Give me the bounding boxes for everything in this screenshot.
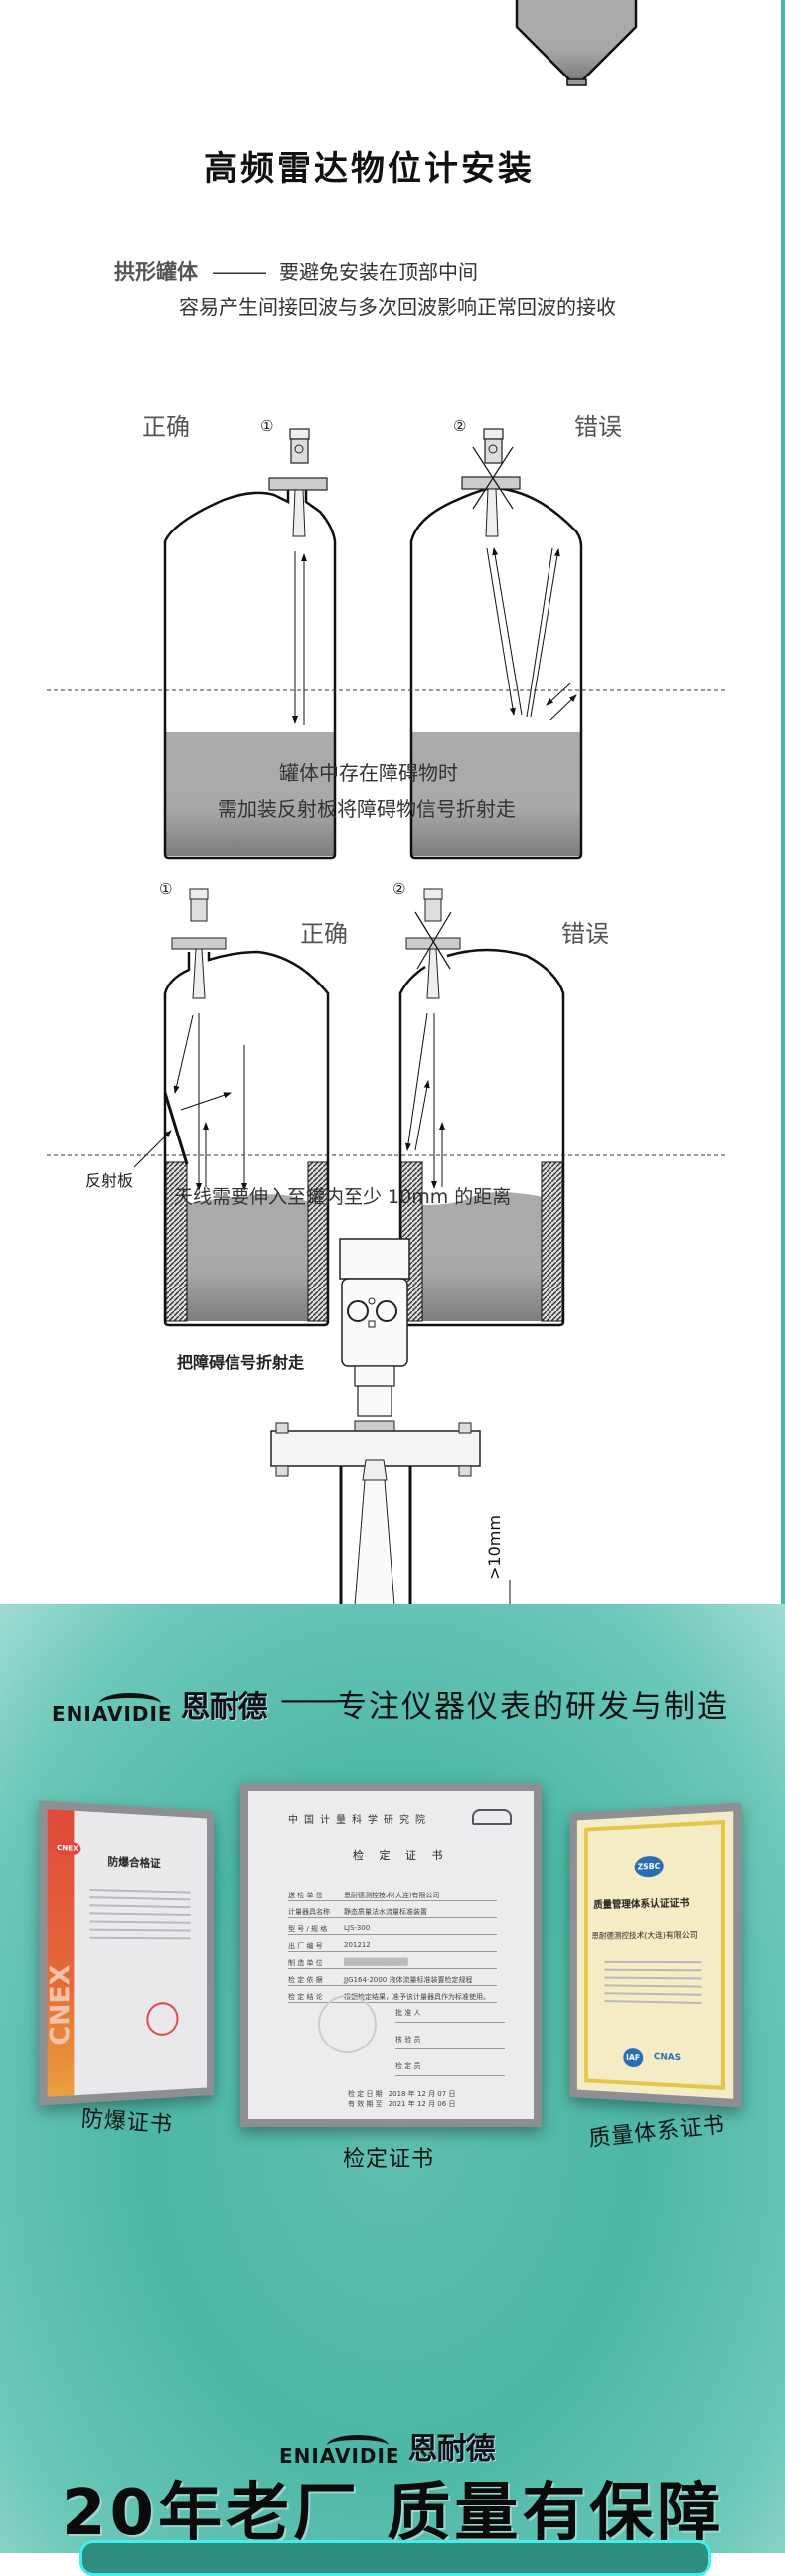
- cert-company: 恩耐德测控技术(大连)有限公司: [591, 1930, 698, 1941]
- footer-brand-logo: ENIAVIDIE 恩耐德: [279, 2424, 496, 2468]
- signer: 批 准 人: [395, 2008, 505, 2023]
- reflector-plate: [163, 1092, 189, 1165]
- explosion-proof-certificate: CNEX CNEX 防爆合格证: [39, 1800, 215, 2106]
- knob-icon: [347, 1300, 369, 1322]
- radar-antenna: [268, 428, 328, 537]
- number-1: ①: [260, 417, 274, 435]
- page-title: 高频雷达物位计安装: [204, 149, 535, 189]
- obstacle-note-2: 需加装反射板将障碍物信号折射走: [218, 797, 516, 821]
- right-edge-accent: [781, 0, 785, 1604]
- logo-cn: 恩耐德: [407, 2432, 496, 2467]
- arched-tank-correct: [163, 428, 337, 860]
- cert-title: 质量管理体系认证证书: [593, 1898, 690, 1912]
- label-wrong: 错误: [561, 920, 609, 948]
- cnas-badge: CNAS: [653, 2052, 682, 2064]
- arched-tank-note: 拱形罐体 ——— 要避免安装在顶部中间: [114, 256, 478, 286]
- note-line-2: 容易产生间接回波与多次回波影响正常回波的接收: [179, 295, 616, 319]
- cert-field: 送 检 单 位恩耐德测控技术(大连)有限公司: [288, 1891, 497, 1901]
- reflector-label: 反射板: [85, 1171, 134, 1190]
- verification-certificate: 中国计量科学研究院 检 定 证 书 送 检 单 位恩耐德测控技术(大连)有限公司…: [240, 1783, 542, 2127]
- slogan-dash: ——: [280, 1682, 339, 1718]
- cert-field: 计量器具名称静态质量法水流量标准装置: [288, 1907, 497, 1918]
- iaf-badge: IAF: [623, 2047, 643, 2068]
- number-1: ①: [159, 880, 173, 898]
- verification-date: 2018 年 12 月 07 日: [388, 2090, 456, 2098]
- cert-title: 防爆合格证: [107, 1855, 161, 1871]
- bottom-banner: [79, 2540, 711, 2576]
- knob-icon: [376, 1300, 397, 1322]
- headline: 20年老厂 质量有保障: [62, 2477, 725, 2550]
- cert-field: 制 造 单 位████████████: [288, 1958, 497, 1969]
- signer: 检 定 员: [395, 2061, 505, 2076]
- cert-org: 中国计量科学研究院: [288, 1815, 431, 1826]
- cert-field: 检 定 结 论根据检定结果，准予该计量器具作为标准使用。: [288, 1992, 497, 2003]
- emboss-seal: [318, 1995, 377, 2053]
- cert-title: 检 定 证 书: [353, 1849, 449, 1862]
- obstacle-note-1: 罐体中存在障碍物时: [279, 761, 458, 785]
- number-2: ②: [453, 417, 467, 435]
- logo-en: ENIAVIDIE: [52, 1693, 173, 1726]
- caption-verification: 检定证书: [343, 2147, 435, 2172]
- note-line-1: 要避免安装在顶部中间: [279, 260, 478, 284]
- reflector-caption: 把障碍信号折射走: [177, 1353, 305, 1372]
- obstacle-tank-wrong: [398, 888, 565, 1327]
- caption-explosion-proof: 防爆证书: [80, 2106, 174, 2139]
- quality-system-certificate: ZSBC 质量管理体系认证证书 恩耐德测控技术(大连)有限公司 IAF CNAS: [569, 1802, 742, 2108]
- valid-until-date: 2021 年 12 月 06 日: [388, 2100, 456, 2108]
- number-2: ②: [392, 880, 406, 898]
- radar-antenna: [461, 428, 521, 537]
- cnex-side-text: CNEX: [45, 1964, 77, 2046]
- hopper-tank: [515, 0, 638, 86]
- label-wrong: 错误: [574, 413, 622, 441]
- antenna-note: 天线需要伸入至罐内至少 10mm 的距离: [174, 1186, 512, 1208]
- topic-label: 拱形罐体: [114, 260, 198, 284]
- dash: ———: [212, 260, 267, 284]
- label-correct: 正确: [142, 413, 190, 441]
- red-seal: [146, 2001, 179, 2037]
- signer: 核 验 员: [395, 2035, 505, 2049]
- logo-en: ENIAVIDIE: [279, 2435, 400, 2468]
- brand-logo: ENIAVIDIE 恩耐德: [52, 1682, 268, 1726]
- installation-diagrams: [47, 0, 728, 1604]
- radar-level-meter-device: [270, 1238, 511, 1604]
- dimension-label: >10mm: [485, 1515, 504, 1580]
- arched-tank-wrong: [409, 428, 583, 860]
- nim-logo: [472, 1809, 512, 1825]
- logo-cn: 恩耐德: [180, 1690, 268, 1725]
- label-correct: 正确: [300, 920, 348, 948]
- slogan: 专注仪器仪表的研发与制造: [336, 1689, 729, 1725]
- obstacle-tank-correct: [133, 888, 330, 1327]
